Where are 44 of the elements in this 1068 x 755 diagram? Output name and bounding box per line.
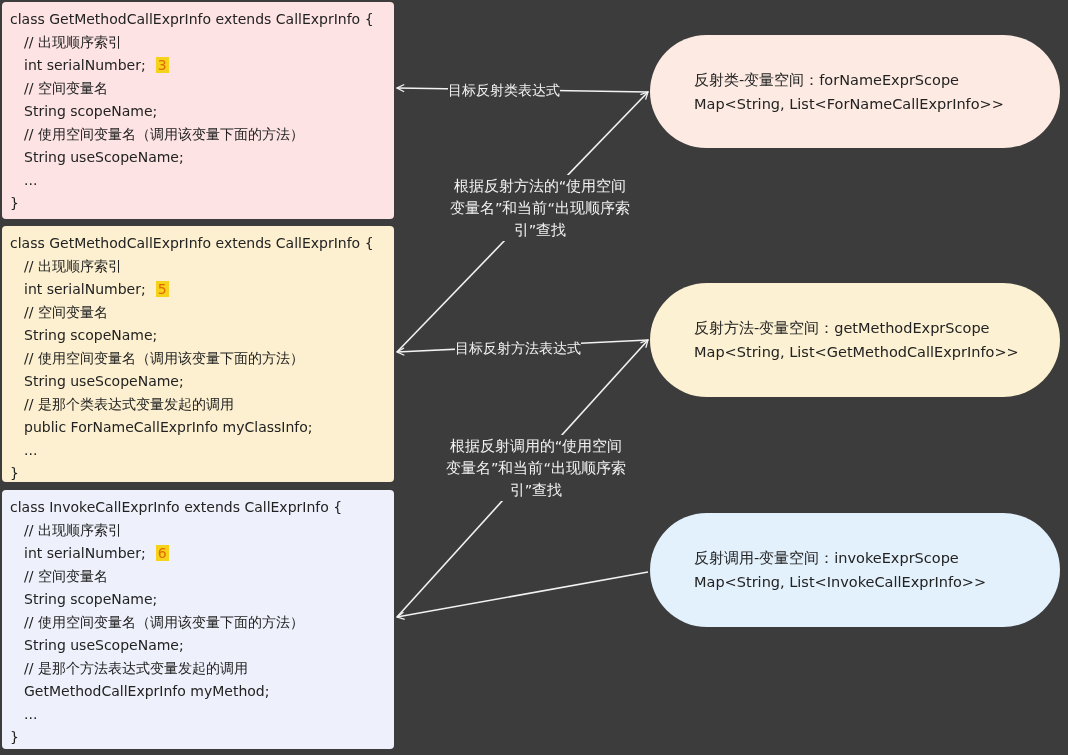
code-line: int serialNumber;: [24, 281, 146, 297]
code-line: // 使用空间变量名（调用该变量下面的方法）: [24, 126, 304, 142]
code-box: [2, 226, 394, 482]
code-line: // 是那个方法表达式变量发起的调用: [24, 660, 248, 676]
code-line: }: [10, 195, 19, 211]
code-line: String useScopeName;: [24, 637, 184, 653]
arrow: [396, 571, 649, 620]
code-line: String scopeName;: [24, 591, 158, 607]
code-line: // 出现顺序索引: [24, 34, 122, 50]
code-line: // 使用空间变量名（调用该变量下面的方法）: [24, 614, 304, 630]
scope-text: 反射类-变量空间：forNameExprScope: [694, 70, 961, 90]
code-line: }: [10, 729, 19, 745]
code-line: // 空间变量名: [24, 304, 108, 320]
code-line: int serialNumber;: [24, 545, 146, 561]
highlighted-number: 6: [155, 545, 169, 561]
code-line: ...: [24, 442, 38, 458]
code-line: // 是那个类表达式变量发起的调用: [24, 396, 234, 412]
code-line: class GetMethodCallExprInfo extends CallExprInfo {: [10, 235, 374, 251]
scope-text: Map<String, List<InvokeCallExprInfo>>: [694, 573, 988, 592]
code-line: GetMethodCallExprInfo myMethod;: [24, 683, 270, 699]
code-line: ...: [24, 172, 38, 188]
code-line: // 出现顺序索引: [24, 522, 122, 538]
code-line: String useScopeName;: [24, 149, 184, 165]
code-box: [2, 2, 394, 219]
highlighted-number: 3: [155, 57, 169, 73]
code-line: String scopeName;: [24, 327, 158, 343]
code-line: // 使用空间变量名（调用该变量下面的方法）: [24, 350, 304, 366]
code-line: public ForNameCallExprInfo myClassInfo;: [24, 419, 313, 435]
scope-text: Map<String, List<ForNameCallExprInfo>>: [694, 94, 1005, 114]
code-line: // 空间变量名: [24, 568, 108, 584]
scope-text: Map<String, List<GetMethodCallExprInfo>>: [694, 343, 1020, 362]
code-line: }: [10, 465, 19, 481]
code-line: ...: [24, 706, 38, 722]
scope-text: 反射调用-变量空间：invokeExprScope: [694, 549, 960, 568]
code-line: class InvokeCallExprInfo extends CallExprInfo {: [10, 499, 343, 515]
highlighted-number: 5: [155, 281, 169, 297]
code-line: // 空间变量名: [24, 80, 108, 96]
code-line: class GetMethodCallExprInfo extends CallExprInfo {: [10, 11, 374, 27]
code-line: String useScopeName;: [24, 373, 184, 389]
code-line: // 出现顺序索引: [24, 258, 122, 274]
scope-text: 反射方法-变量空间：getMethodExprScope: [694, 319, 991, 338]
code-line: int serialNumber;: [24, 57, 146, 73]
code-box: [2, 490, 394, 749]
code-line: String scopeName;: [24, 103, 158, 119]
